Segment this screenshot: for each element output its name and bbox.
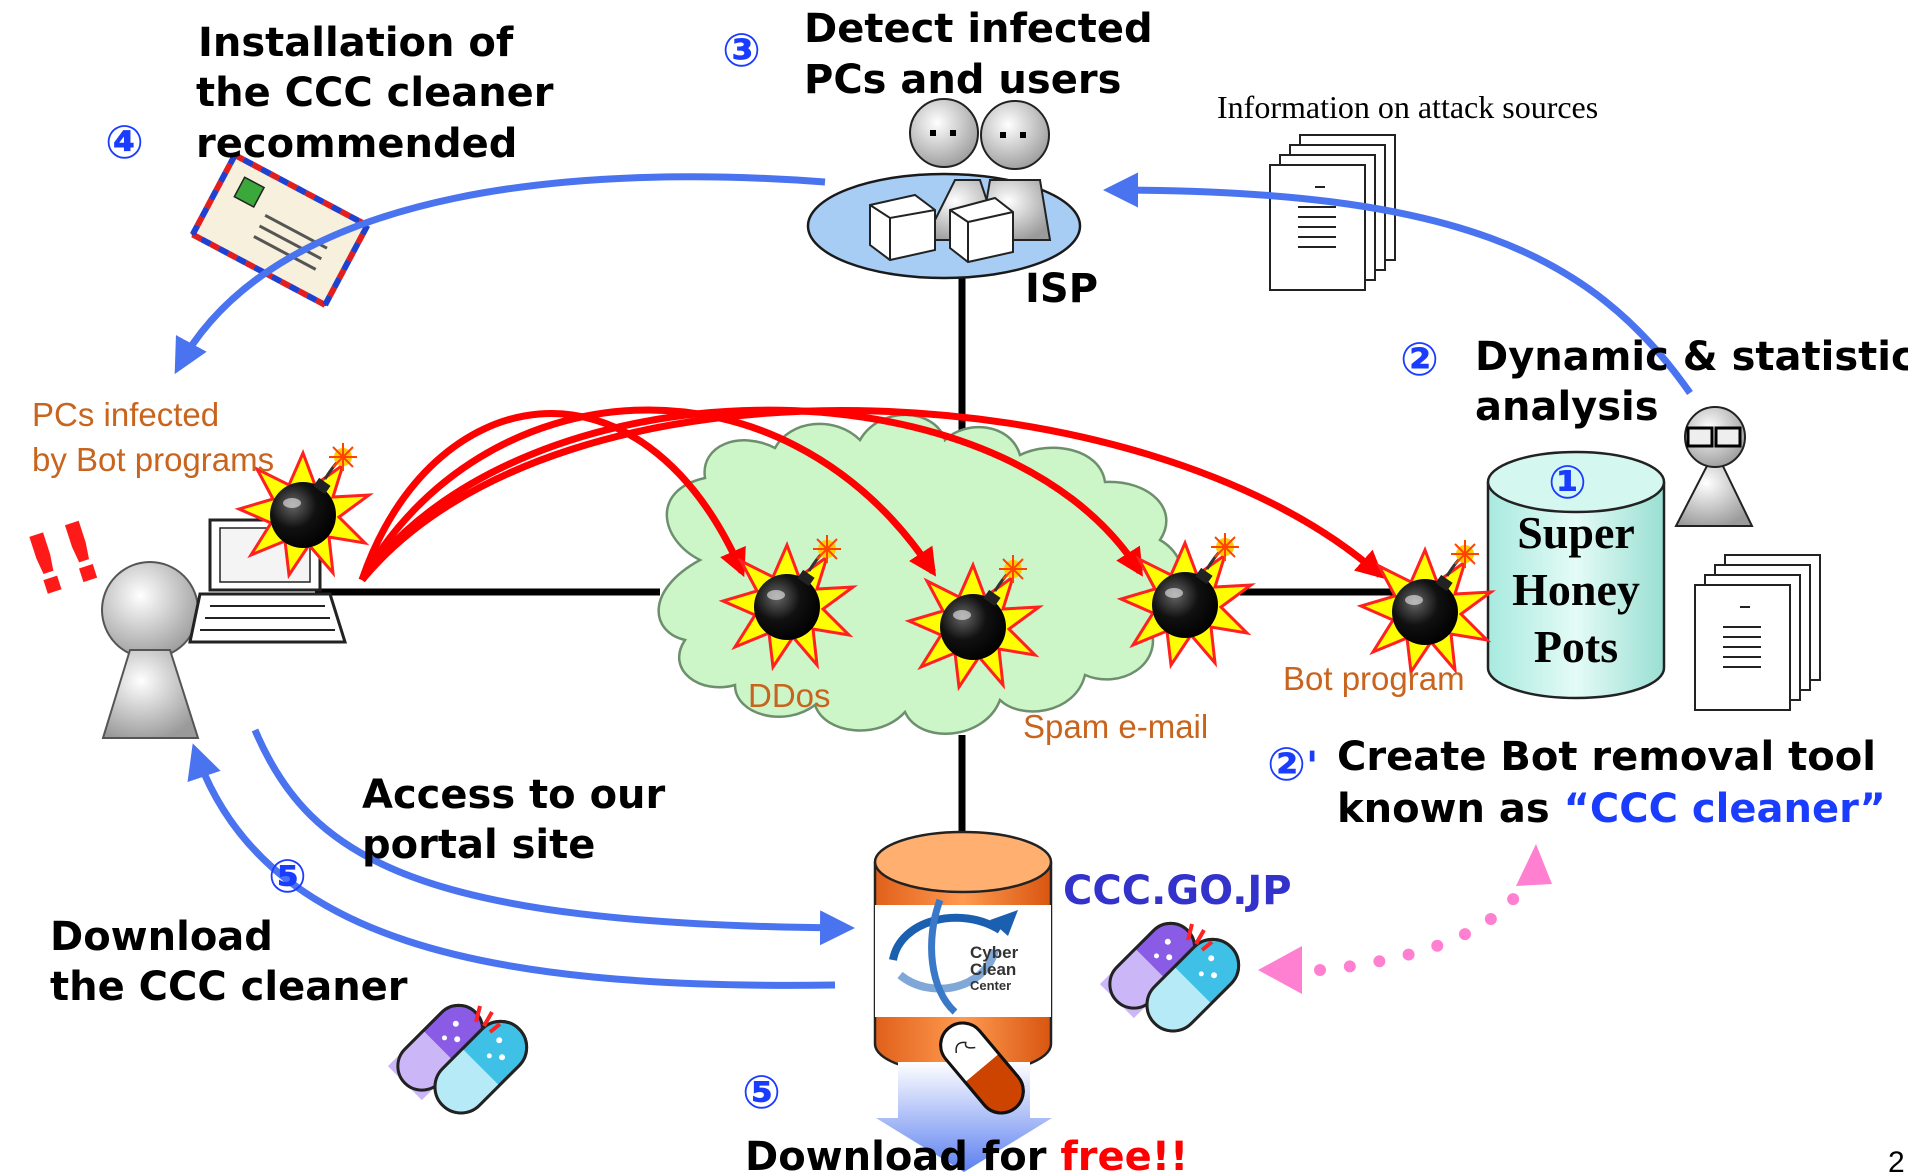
download-pills-icon: [385, 993, 540, 1126]
exclamation-marks: !!: [14, 503, 114, 616]
ccc-go-jp-label: CCC.GO.JP: [1063, 868, 1292, 914]
pink-dotted-arrow: [1258, 844, 1552, 994]
honey-pots-label-2: Honey: [1512, 564, 1640, 615]
cyber-clean-center-logo: [889, 898, 1018, 1015]
access-portal-arrow: [251, 728, 855, 946]
analyst-icon: [1674, 406, 1754, 527]
detect-label-1: Detect infected: [804, 6, 1153, 52]
create-label-1: Create Bot removal tool: [1337, 734, 1876, 780]
honey-pots-label-1: Super: [1517, 507, 1635, 558]
info-sources-label: Information on attack sources: [1217, 89, 1598, 125]
install-label-2: the CCC cleaner: [196, 70, 554, 116]
attack-sources-documents-icon: [1269, 134, 1396, 291]
infection-arrow-center: [358, 406, 937, 582]
download-label-1: Download: [50, 914, 273, 960]
logo-text-1: Cyber: [970, 943, 1019, 962]
isp-node: [806, 98, 1082, 280]
pcs-infected-label-1: PCs infected: [32, 396, 219, 433]
flow-arrows: [174, 172, 1693, 989]
step-1-badge: ①: [1548, 455, 1587, 509]
ccc-cleaner-name: “CCC cleaner”: [1564, 786, 1886, 832]
access-label-1: Access to our: [362, 772, 666, 818]
bomb-icon-honeypot: [1359, 538, 1493, 674]
isp-label: ISP: [1025, 266, 1098, 312]
dynamic-label-2: analysis: [1475, 384, 1659, 430]
isp-users-icon: [869, 98, 1052, 264]
free-emphasis: free!!: [1060, 1134, 1188, 1175]
ddos-label: DDos: [748, 677, 831, 714]
step-5-badge-left: ⑤: [268, 849, 307, 903]
spam-label: Spam e-mail: [1023, 708, 1208, 745]
analysis-documents-icon: [1694, 554, 1821, 711]
download-label-2: the CCC cleaner: [50, 964, 408, 1010]
internet-cloud: [657, 413, 1185, 735]
capsule-icon: [939, 1021, 1025, 1115]
infected-user-icon: [101, 561, 200, 739]
page-number: 2: [1888, 1146, 1905, 1175]
infection-arrow-honeypot: [359, 406, 1385, 583]
dynamic-label-1: Dynamic & statistic: [1475, 334, 1908, 380]
info-to-isp-arrow: [1103, 172, 1693, 396]
step-2-prime-badge: ②': [1267, 737, 1318, 791]
step-5-badge-bottom: ⑤: [742, 1065, 781, 1119]
install-label-1: Installation of: [198, 20, 514, 66]
install-label-3: recommended: [196, 121, 517, 167]
ccc-cleaner-pills-icon: [1097, 911, 1252, 1044]
download-free-label: Download for free!!: [745, 1134, 1188, 1175]
step-2-badge: ②: [1400, 332, 1439, 386]
logo-text-3: Center: [970, 978, 1011, 993]
bot-program-label: Bot program: [1283, 660, 1465, 697]
download-to-user-arrow: [187, 743, 836, 989]
portal-site-cylinder: [873, 830, 1053, 1076]
step-3-badge: ③: [722, 23, 761, 77]
infection-arrows: [358, 406, 1385, 583]
isp-to-pc-arrow: [174, 173, 826, 375]
pcs-infected-label-2: by Bot programs: [32, 441, 274, 478]
infection-arrow-ddos: [358, 410, 746, 582]
logo-text-2: Clean: [970, 960, 1016, 979]
step-4-badge: ④: [105, 115, 144, 169]
create-label-2: known as “CCC cleaner”: [1337, 786, 1886, 832]
access-label-2: portal site: [362, 822, 595, 868]
detect-label-2: PCs and users: [804, 57, 1121, 103]
honey-pots-label-3: Pots: [1534, 621, 1618, 672]
super-honey-pots-cylinder: [1486, 450, 1666, 700]
